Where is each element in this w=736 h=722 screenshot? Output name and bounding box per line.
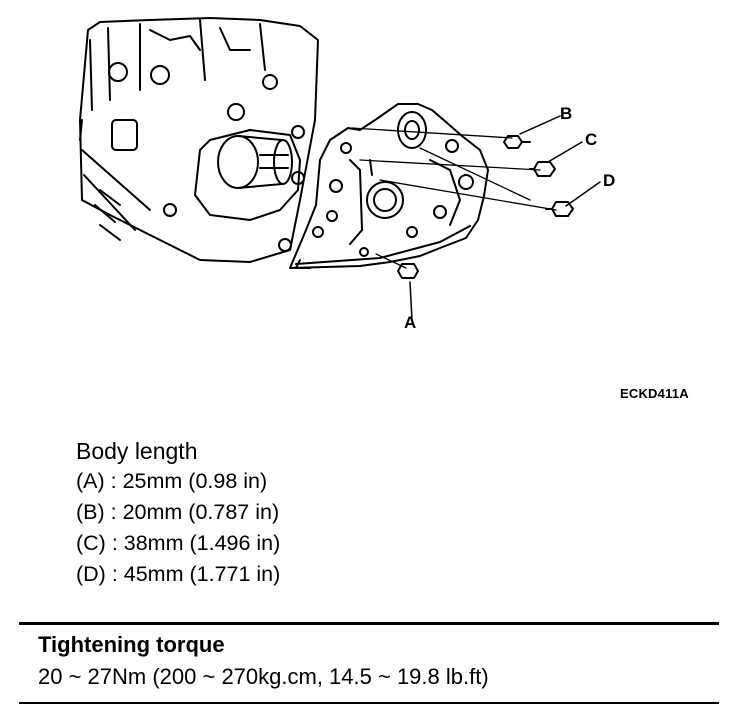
oil-pump-exploded-diagram: B C D A (79, 17, 615, 332)
bolt-d-illustration (545, 201, 574, 217)
bolt-c-illustration (529, 161, 556, 177)
engine-block-illustration (79, 17, 319, 263)
spec-row-c: (C) : 38mm (1.496 in) (76, 531, 281, 555)
callout-a: A (404, 313, 416, 332)
torque-bottom-rule (19, 702, 719, 704)
oil-pump-housing-illustration (289, 103, 557, 269)
bolt-a-illustration (397, 263, 419, 279)
callout-b: B (560, 104, 572, 123)
callout-c: C (585, 130, 597, 149)
callout-d: D (603, 171, 615, 190)
spec-heading: Body length (76, 438, 198, 464)
spec-row-a: (A) : 25mm (0.98 in) (76, 469, 268, 493)
figure-code: ECKD411A (620, 386, 689, 401)
spec-row-d: (D) : 45mm (1.771 in) (76, 562, 281, 586)
torque-top-rule (19, 622, 719, 625)
spec-row-b: (B) : 20mm (0.787 in) (76, 500, 280, 524)
torque-heading: Tightening torque (38, 632, 225, 657)
torque-value: 20 ~ 27Nm (200 ~ 270kg.cm, 14.5 ~ 19.8 l… (38, 664, 489, 689)
body-length-spec: Body length (A) : 25mm (0.98 in) (B) : 2… (76, 436, 280, 590)
bolt-b-illustration (503, 135, 531, 149)
